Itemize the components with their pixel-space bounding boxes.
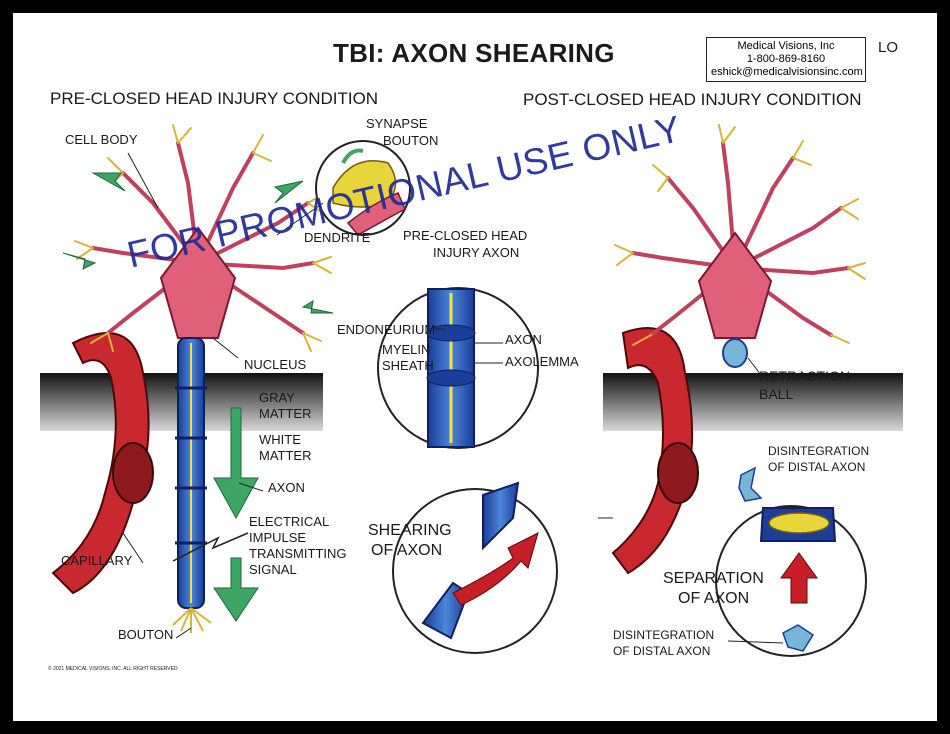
- label-bouton-bottom: BOUTON: [118, 627, 174, 642]
- label-electrical-3: TRANSMITTING: [249, 546, 347, 561]
- label-gray-matter-1: GRAY: [259, 390, 295, 405]
- label-electrical-2: IMPULSE: [249, 530, 307, 545]
- shearing-inset: [392, 481, 558, 654]
- pre-axon-inset: [377, 287, 539, 449]
- label-retraction-1: RETRACTION: [759, 368, 850, 384]
- axon-column-left: [172, 337, 212, 633]
- leader-lines: [122, 152, 613, 639]
- contact-phone: 1-800-869-8160: [746, 52, 826, 65]
- label-synapse: SYNAPSE: [366, 116, 428, 131]
- gray-matter-band-right: [603, 373, 903, 431]
- label-nucleus: NUCLEUS: [244, 357, 307, 372]
- page-title: TBI: AXON SHEARING: [333, 38, 615, 68]
- soma-right: [697, 231, 773, 339]
- separation-inset: [715, 505, 867, 657]
- diagram-artwork: [40, 124, 903, 657]
- illustration-frame: TBI: AXON SHEARING LO Medical Visions, I…: [13, 13, 937, 721]
- label-axon-mid: AXON: [505, 332, 542, 347]
- label-white-matter-1: WHITE: [259, 432, 301, 447]
- signal-arrow-2: [213, 557, 259, 622]
- label-dendrite: DENDRITE: [304, 230, 371, 245]
- label-cell-body: CELL BODY: [65, 132, 138, 147]
- label-disint-top-1: DISINTEGRATION: [768, 444, 870, 458]
- compression-arrows: [62, 172, 334, 314]
- label-axon-left: AXON: [268, 480, 305, 495]
- label-gray-matter-2: MATTER: [259, 406, 312, 421]
- label-pre-axon-line1: PRE-CLOSED HEAD: [403, 228, 528, 243]
- synapse-inset: [315, 140, 411, 236]
- label-electrical-4: SIGNAL: [249, 562, 297, 577]
- heading-pre-injury: PRE-CLOSED HEAD INJURY CONDITION: [50, 89, 379, 108]
- heading-post-injury: POST-CLOSED HEAD INJURY CONDITION: [523, 90, 862, 109]
- synapse-leader: [276, 202, 324, 236]
- label-retraction-2: BALL: [759, 386, 794, 402]
- contact-company: Medical Visions, Inc: [737, 40, 835, 52]
- label-separation-2: OF AXON: [678, 590, 750, 607]
- label-disint-top-2: OF DISTAL AXON: [768, 460, 866, 474]
- label-pre-axon-line2: INJURY AXON: [433, 245, 520, 260]
- copyright-note: © 2021 MEDICAL VISIONS, INC. ALL RIGHT R…: [48, 666, 178, 672]
- label-axolemma: AXOLEMMA: [505, 354, 579, 369]
- capillary-left: [51, 332, 154, 595]
- contact-box: Medical Visions, Inc 1-800-869-8160 eshi…: [706, 37, 866, 82]
- label-shearing-2: OF AXON: [371, 542, 443, 559]
- label-myelin-2: SHEATH: [382, 358, 434, 373]
- label-disint-bottom-2: OF DISTAL AXON: [613, 644, 711, 658]
- label-disint-bottom-1: DISINTEGRATION: [613, 628, 715, 642]
- capillary-right: [611, 327, 699, 575]
- corner-tag: LO: [878, 39, 899, 56]
- label-separation-1: SEPARATION: [663, 570, 764, 587]
- label-electrical-1: ELECTRICAL: [249, 514, 330, 529]
- label-endoneurium: ENDONEURIUM: [337, 322, 436, 337]
- label-myelin-1: MYELIN: [382, 342, 431, 357]
- label-bouton-top: BOUTON: [383, 133, 439, 148]
- label-shearing-1: SHEARING: [368, 522, 452, 539]
- distal-fragment-top: [738, 466, 763, 502]
- impulse-bolt: [172, 532, 249, 562]
- label-capillary: CAPILLARY: [61, 553, 133, 568]
- signal-arrow-1: [213, 407, 259, 520]
- label-white-matter-2: MATTER: [259, 448, 312, 463]
- retraction-ball: [722, 338, 748, 368]
- contact-email: eshick@medicalvisionsinc.com: [711, 65, 863, 78]
